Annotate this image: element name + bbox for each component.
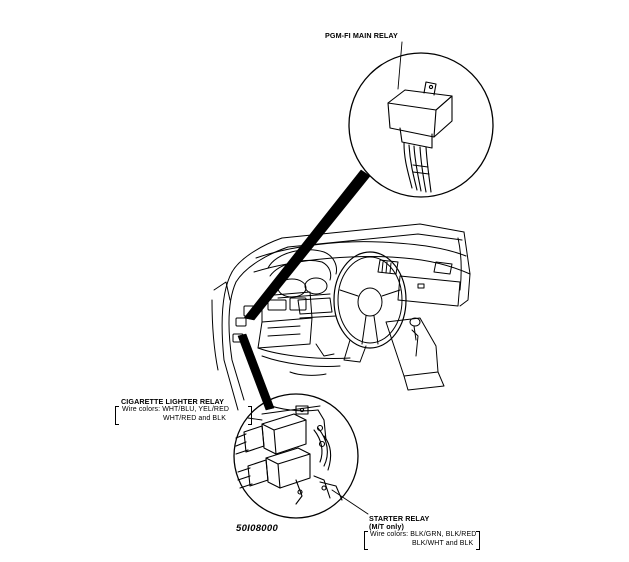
starter-relay-wire-colors-1: Wire colors: BLK/GRN, BLK/RED <box>370 531 477 538</box>
cig-relay-wire-colors-1: Wire colors: WHT/BLU, YEL/RED <box>122 406 230 413</box>
cig-relay-bracket <box>115 406 119 425</box>
lower-relay-leader <box>237 333 275 411</box>
starter-relay-bracket <box>364 531 368 550</box>
pgm-relay-icon <box>387 81 453 193</box>
lower-relays-callout <box>233 393 369 519</box>
starter-relay-wire-colors-2: BLK/WHT and BLK <box>412 540 474 547</box>
figure-reference-code: 50I08000 <box>236 523 279 534</box>
cigarette-lighter-relay-icon <box>235 405 309 455</box>
cig-relay-title: CIGARETTE LIGHTER RELAY <box>121 397 225 406</box>
starter-relay-title: STARTER RELAY <box>369 514 430 523</box>
cig-relay-bracket-right <box>248 406 252 425</box>
starter-relay-icon <box>237 447 311 505</box>
pgm-relay-title: PGM-FI MAIN RELAY <box>325 31 398 40</box>
pgm-relay-callout <box>348 41 494 198</box>
starter-relay-subtitle: (M/T only) <box>369 522 404 531</box>
dashboard-drawing <box>211 223 471 411</box>
starter-relay-bracket-right <box>476 531 480 550</box>
cig-relay-wire-colors-2: WHT/RED and BLK <box>163 415 226 422</box>
